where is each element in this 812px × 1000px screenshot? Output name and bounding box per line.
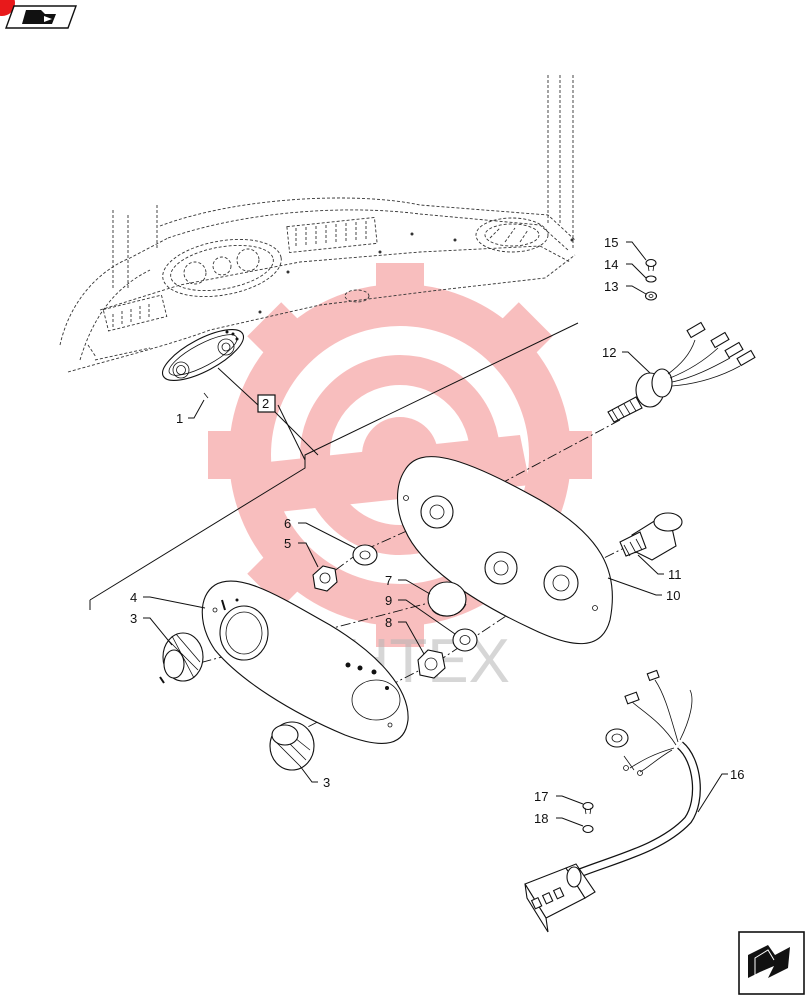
washer-9 (452, 628, 478, 652)
wiring-harness-16 (524, 669, 701, 933)
switch-face-plate-4 (201, 580, 409, 744)
callout-label: 11 (668, 567, 682, 582)
knob-3-lower (269, 721, 315, 771)
callout-label: 17 (534, 789, 548, 804)
callout-label: 7 (385, 573, 392, 588)
nut-8 (417, 649, 446, 679)
mounting-plate-10 (397, 456, 613, 645)
callout-label: 13 (604, 279, 618, 294)
washer-13 (644, 291, 658, 301)
callout-label: 3 (130, 611, 137, 626)
nut-5 (312, 565, 338, 592)
installed-switch-panel (162, 329, 244, 399)
callout-label: 14 (604, 257, 618, 272)
section-boundary-lines (89, 322, 579, 610)
washer-14 (645, 275, 657, 283)
callout-label: 3 (323, 775, 330, 790)
callout-label: 16 (730, 767, 744, 782)
callout-label: 2 (262, 396, 269, 411)
callout-label: 1 (176, 411, 183, 426)
callout-label: 10 (666, 588, 680, 603)
callout-label: 18 (534, 811, 548, 826)
plug-7 (427, 581, 467, 617)
screw-17 (582, 801, 594, 815)
knob-3-upper (159, 632, 204, 684)
next-page-arrow-icon[interactable] (738, 931, 805, 995)
callout-label: 4 (130, 590, 137, 605)
callout-label: 15 (604, 235, 618, 250)
ignition-switch-12 (607, 321, 756, 423)
switch-11 (619, 512, 683, 561)
callout-label: 5 (284, 536, 291, 551)
callout-label: 12 (602, 345, 616, 360)
washer-6 (352, 544, 378, 566)
screw-15 (645, 258, 657, 272)
assembly-2-box (257, 394, 276, 413)
leader-lines (143, 241, 728, 827)
washer-18 (582, 824, 594, 834)
callout-label: 6 (284, 516, 291, 531)
callout-label: 8 (385, 615, 392, 630)
callout-labels: 2 1 3 3 4 5 6 7 8 9 10 11 12 13 14 15 16… (130, 235, 744, 826)
book-icon[interactable] (5, 5, 77, 29)
callout-label: 9 (385, 593, 392, 608)
